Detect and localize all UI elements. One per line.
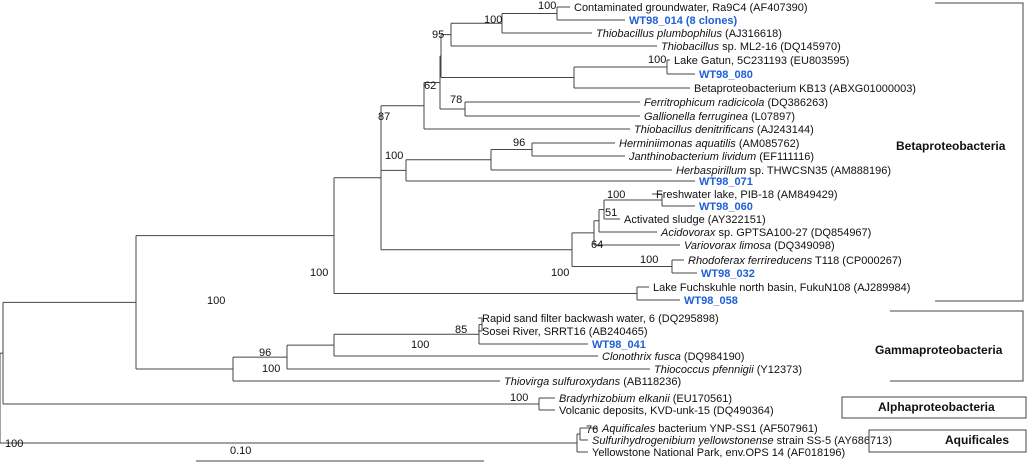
alphaproteobacteria-box — [841, 396, 1027, 419]
bootstrap-value: 100 — [484, 14, 502, 26]
aquificales-box — [868, 429, 1027, 453]
bootstrap-value: 85 — [455, 324, 467, 336]
taxon-label: Lake Fuchskuhle north basin, FukuN108 (A… — [653, 282, 910, 294]
taxon-label: WT98_071 — [699, 176, 753, 188]
taxon-label: Lake Gatun, 5C231193 (EU803595) — [674, 55, 849, 67]
taxon-label: Janthinobacterium lividum (EF111116) — [628, 151, 814, 163]
scale-bar-label: 0.10 — [230, 445, 251, 457]
taxon-label: WT98_058 — [684, 295, 738, 307]
bootstrap-value: 100 — [607, 189, 625, 201]
taxon-label: Betaproteobacterium KB13 (ABXG01000003) — [694, 83, 916, 95]
taxon-label: Sulfurihydrogenibium yellowstonense stra… — [592, 435, 892, 447]
betaproteobacteria-label: Betaproteobacteria — [896, 139, 1006, 153]
bootstrap-value: 100 — [207, 295, 225, 307]
taxon-label: Clonothrix fusca (DQ984190) — [602, 351, 744, 363]
taxon-label: Thiococcus pfennigii (Y12373) — [654, 364, 802, 376]
bootstrap-value: 64 — [591, 239, 603, 251]
taxon-label: Thiovirga sulfuroxydans (AB118236) — [504, 376, 681, 388]
taxon-label: Volcanic deposits, KVD-unk-15 (DQ490364) — [559, 405, 774, 417]
taxon-label: Freshwater lake, PIB-18 (AM849429) — [656, 189, 838, 201]
bootstrap-value: 51 — [605, 207, 617, 219]
bootstrap-value: 100 — [640, 254, 658, 266]
taxon-label: Contaminated groundwater, Ra9C4 (AF40739… — [574, 2, 808, 14]
bootstrap-value: 100 — [385, 150, 403, 162]
taxon-label: Thiobacillus denitrificans (AJ243144) — [634, 124, 814, 136]
bootstrap-value: 100 — [510, 392, 528, 404]
taxon-label: Herminiimonas aquatilis (AM085762) — [619, 138, 799, 150]
taxon-label: Thiobacillus plumbophilus (AJ316618) — [596, 28, 782, 40]
taxon-label: WT98_032 — [701, 268, 755, 280]
bootstrap-value: 96 — [513, 137, 525, 149]
taxon-label: Variovorax limosa (DQ349098) — [684, 240, 835, 252]
bootstrap-value: 100 — [538, 0, 556, 12]
taxon-label: Rapid sand filter backwash water, 6 (DQ2… — [482, 313, 719, 325]
bootstrap-value: 100 — [310, 267, 328, 279]
bootstrap-value: 95 — [432, 29, 444, 41]
bootstrap-value: 76 — [586, 424, 598, 436]
taxon-label: WT98_060 — [699, 201, 753, 213]
taxon-label: WT98_080 — [699, 69, 753, 81]
gammaproteobacteria-bracket — [890, 310, 1024, 382]
bootstrap-value: 100 — [551, 267, 569, 279]
bootstrap-value: 78 — [450, 94, 462, 106]
gammaproteobacteria-label: Gammaproteobacteria — [875, 343, 1003, 357]
aquificales-label: Aquificales — [945, 433, 1009, 447]
taxon-label: Gallionella ferruginea (L07897) — [644, 111, 795, 123]
taxon-label: Aquificales bacterium YNP-SS1 (AF507961) — [601, 423, 818, 435]
taxon-label: Activated sludge (AY322151) — [624, 214, 766, 226]
bootstrap-value: 62 — [424, 80, 436, 92]
taxon-label: Acidovorax sp. GPTSA100-27 (DQ854967) — [660, 227, 871, 239]
bootstrap-value: 100 — [648, 54, 666, 66]
taxon-label: Yellowstone National Park, env.OPS 14 (A… — [592, 447, 845, 459]
bootstrap-value: 100 — [262, 363, 280, 375]
bootstrap-value: 96 — [259, 347, 271, 359]
taxon-label: Herbaspirillum sp. THWCSN35 (AM888196) — [676, 165, 891, 177]
taxon-label: Sosei River, SRRT16 (AB240465) — [482, 326, 648, 338]
bootstrap-value: 100 — [411, 339, 429, 351]
taxon-label: Thiobacillus sp. ML2-16 (DQ145970) — [661, 41, 841, 53]
bootstrap-value: 100 — [5, 438, 23, 450]
taxon-label: Rhodoferax ferrireducens T118 (CP000267) — [688, 255, 902, 267]
alphaproteobacteria-label: Alphaproteobacteria — [878, 400, 995, 414]
taxon-label: Ferritrophicum radicicola (DQ386263) — [644, 97, 828, 109]
taxon-label: Bradyrhizobium elkanii (EU170561) — [559, 393, 732, 405]
taxon-label: WT98_014 (8 clones) — [629, 15, 738, 27]
taxon-label: WT98_041 — [592, 339, 646, 351]
bootstrap-value: 87 — [378, 111, 390, 123]
betaproteobacteria-bracket — [935, 2, 1024, 302]
